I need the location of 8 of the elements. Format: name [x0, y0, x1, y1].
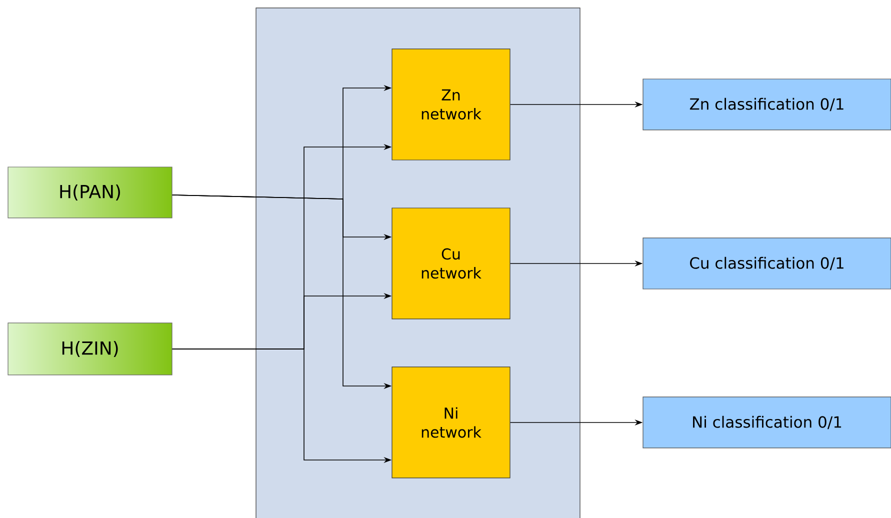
network-box: Cu network — [392, 208, 510, 320]
input-box: H(ZIN) — [8, 322, 172, 376]
network-box: Zn network — [392, 48, 510, 160]
output-box: Zn classification 0/1 — [642, 78, 891, 130]
network-box: Ni network — [392, 366, 510, 478]
output-box: Cu classification 0/1 — [642, 238, 891, 290]
output-box: Ni classification 0/1 — [642, 396, 891, 448]
input-box: H(PAN) — [8, 166, 172, 218]
